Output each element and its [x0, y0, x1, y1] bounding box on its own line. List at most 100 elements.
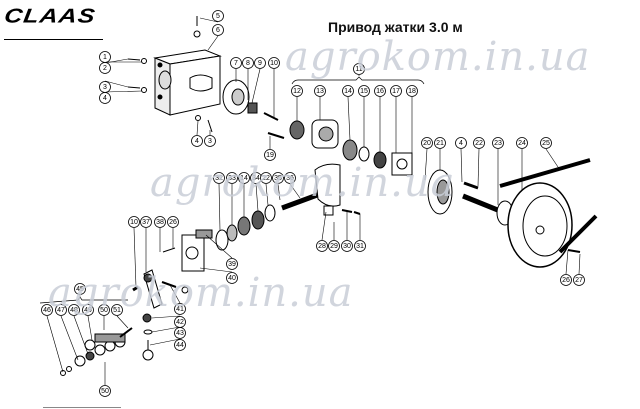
callout-number: 18 — [408, 88, 416, 95]
callout-number: 36 — [286, 175, 294, 182]
callout-33: 33 — [226, 172, 238, 184]
callout-number: 10 — [130, 219, 138, 226]
leader-line — [289, 183, 301, 199]
callout-26: 26 — [560, 274, 572, 286]
callout-21: 21 — [434, 137, 446, 149]
callout-12: 12 — [291, 85, 303, 97]
callout-number: 8 — [246, 60, 250, 67]
callout-number: 15 — [360, 88, 368, 95]
bearing-group — [267, 119, 413, 176]
leader-line — [196, 120, 199, 136]
callout-number: 45 — [76, 286, 84, 293]
callout-number: 41 — [176, 306, 184, 313]
callout-number: 6 — [216, 27, 220, 34]
callout-2: 2 — [99, 62, 111, 74]
leader-line — [218, 183, 221, 231]
callout-3: 3 — [99, 81, 111, 93]
callout-4: 4 — [191, 135, 203, 147]
callout-30: 30 — [341, 240, 353, 252]
mounting-plate — [162, 229, 213, 272]
callout-number: 40 — [228, 275, 236, 282]
leader-line — [133, 227, 137, 288]
diagram-title: Привод жатки 3.0 м — [328, 19, 463, 35]
callout-22: 22 — [473, 137, 485, 149]
footer-divider — [43, 407, 121, 408]
callout-number: 5 — [216, 13, 220, 20]
callout-number: 4 — [195, 138, 199, 145]
callout-number: 44 — [176, 342, 184, 349]
leader-line — [347, 96, 351, 141]
callout-number: 17 — [392, 88, 400, 95]
leader-line — [116, 315, 129, 329]
callout-19: 19 — [264, 149, 276, 161]
callout-number: 39 — [228, 261, 236, 268]
callout-50: 50 — [99, 385, 111, 397]
callout-number: 22 — [475, 140, 483, 147]
leader-line — [104, 80, 129, 88]
callout-24: 24 — [516, 137, 528, 149]
callout-49: 49 — [82, 304, 94, 316]
callout-number: 49 — [84, 307, 92, 314]
leader-line — [46, 315, 64, 373]
callout-46: 46 — [41, 304, 53, 316]
callout-22: 22 — [260, 172, 272, 184]
callout-number: 33 — [228, 175, 236, 182]
callout-4: 4 — [99, 92, 111, 104]
callout-38: 38 — [154, 216, 166, 228]
flange — [222, 79, 279, 121]
callout-number: 11 — [355, 66, 362, 73]
leader-line — [60, 315, 79, 361]
leader-line — [169, 284, 181, 304]
callout-number: 25 — [542, 140, 550, 147]
callout-number: 3 — [208, 138, 212, 145]
leader-lines — [46, 17, 581, 385]
callout-13: 13 — [314, 85, 326, 97]
callout-44: 44 — [174, 339, 186, 351]
callout-number: 3 — [103, 84, 107, 91]
leader-line — [460, 148, 463, 183]
callout-number: 38 — [156, 219, 164, 226]
callout-8: 8 — [242, 57, 254, 69]
callout-35: 35 — [272, 172, 284, 184]
leader-line — [151, 315, 181, 319]
callout-number: 50 — [101, 388, 109, 395]
callout-number: 51 — [113, 307, 121, 314]
callout-32: 32 — [213, 172, 225, 184]
callout-number: 27 — [575, 277, 583, 284]
callout-25: 25 — [540, 137, 552, 149]
callout-number: 26 — [169, 219, 177, 226]
leader-line — [73, 315, 89, 355]
callout-number: 29 — [330, 243, 338, 250]
callout-27: 27 — [573, 274, 585, 286]
callout-20: 20 — [421, 137, 433, 149]
leader-line — [255, 183, 259, 212]
pulley-assembly — [427, 158, 598, 268]
leader-line — [199, 17, 219, 23]
callout-3: 3 — [204, 135, 216, 147]
callout-9: 9 — [254, 57, 266, 69]
leader-line — [205, 234, 233, 259]
callout-51: 51 — [111, 304, 123, 316]
callout-40: 40 — [226, 272, 238, 284]
callout-36: 36 — [284, 172, 296, 184]
callout-5: 5 — [212, 10, 224, 22]
callout-number: 48 — [70, 307, 78, 314]
callout-14: 14 — [238, 172, 250, 184]
callout-number: 31 — [356, 243, 364, 250]
callout-18: 18 — [406, 85, 418, 97]
callout-number: 32 — [215, 175, 223, 182]
callout-14: 14 — [342, 85, 354, 97]
callout-number: 43 — [176, 330, 184, 337]
callout-31: 31 — [354, 240, 366, 252]
callout-50: 50 — [98, 304, 110, 316]
leader-line — [251, 68, 261, 104]
group-brace-11 — [291, 76, 425, 85]
callout-34: 34 — [250, 172, 262, 184]
callout-number: 4 — [103, 95, 107, 102]
callout-15: 15 — [358, 85, 370, 97]
callout-17: 17 — [390, 85, 402, 97]
callout-number: 10 — [270, 60, 278, 67]
leader-line — [477, 148, 480, 187]
callout-number: 20 — [423, 140, 431, 147]
